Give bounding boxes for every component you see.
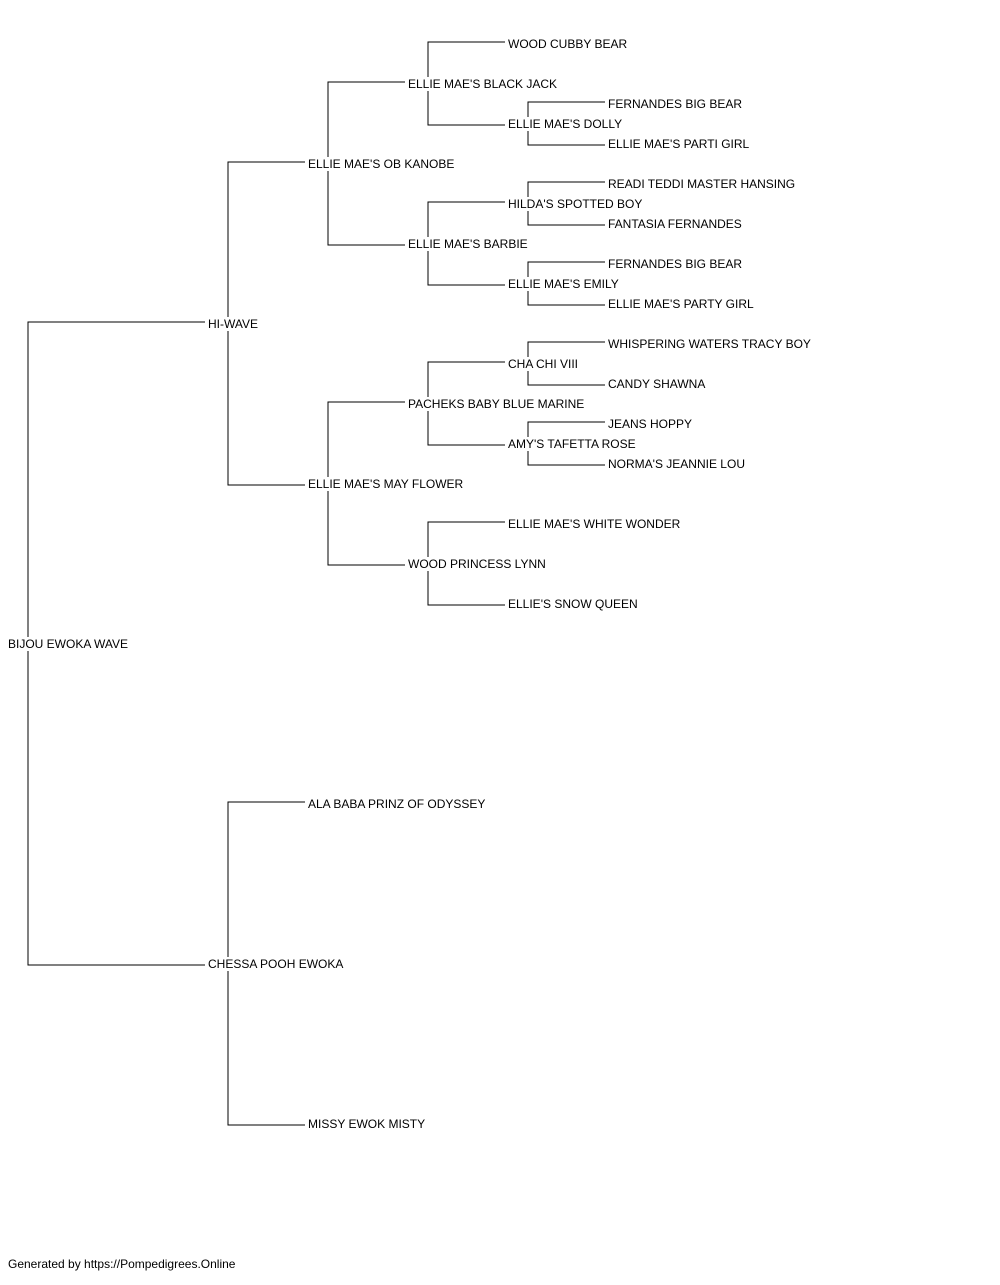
ancestor-name: WOOD PRINCESS LYNN xyxy=(406,557,548,571)
ancestor-name: ELLIE MAE'S EMILY xyxy=(506,277,621,291)
dam-sire-name: ALA BABA PRINZ OF ODYSSEY xyxy=(306,797,488,811)
ancestor-name: NORMA'S JEANNIE LOU xyxy=(606,457,747,471)
dam-name: CHESSA POOH EWOKA xyxy=(206,957,346,971)
ancestor-name: CANDY SHAWNA xyxy=(606,377,708,391)
sire-name: HI-WAVE xyxy=(206,317,260,331)
footer-credit: Generated by https://Pompedigrees.Online xyxy=(8,1257,236,1271)
ancestor-name: ELLIE MAE'S DOLLY xyxy=(506,117,625,131)
ancestor-name: ELLIE'S SNOW QUEEN xyxy=(506,597,640,611)
ancestor-name: CHA CHI VIII xyxy=(506,357,581,371)
ancestor-name: ELLIE MAE'S BARBIE xyxy=(406,237,530,251)
ancestor-name: FERNANDES BIG BEAR xyxy=(606,97,745,111)
ancestor-name: FANTASIA FERNANDES xyxy=(606,217,744,231)
ancestor-name: ELLIE MAE'S PARTI GIRL xyxy=(606,137,752,151)
ancestor-name: JEANS HOPPY xyxy=(606,417,695,431)
ancestor-name: AMY'S TAFETTA ROSE xyxy=(506,437,638,451)
ancestor-name: ELLIE MAE'S PARTY GIRL xyxy=(606,297,756,311)
dam-dam-name: MISSY EWOK MISTY xyxy=(306,1117,428,1131)
ancestor-name: ELLIE MAE'S WHITE WONDER xyxy=(506,517,683,531)
ancestor-name: READI TEDDI MASTER HANSING xyxy=(606,177,798,191)
ancestor-name: ELLIE MAE'S BLACK JACK xyxy=(406,77,560,91)
sire-dam-name: ELLIE MAE'S MAY FLOWER xyxy=(306,477,466,491)
subject-name: BIJOU EWOKA WAVE xyxy=(6,637,131,651)
ancestor-name: WHISPERING WATERS TRACY BOY xyxy=(606,337,813,351)
ancestor-name: PACHEKS BABY BLUE MARINE xyxy=(406,397,587,411)
ancestor-name: FERNANDES BIG BEAR xyxy=(606,257,745,271)
sire-sire-name: ELLIE MAE'S OB KANOBE xyxy=(306,157,457,171)
ancestor-name: WOOD CUBBY BEAR xyxy=(506,37,630,51)
ancestor-name: HILDA'S SPOTTED BOY xyxy=(506,197,645,211)
